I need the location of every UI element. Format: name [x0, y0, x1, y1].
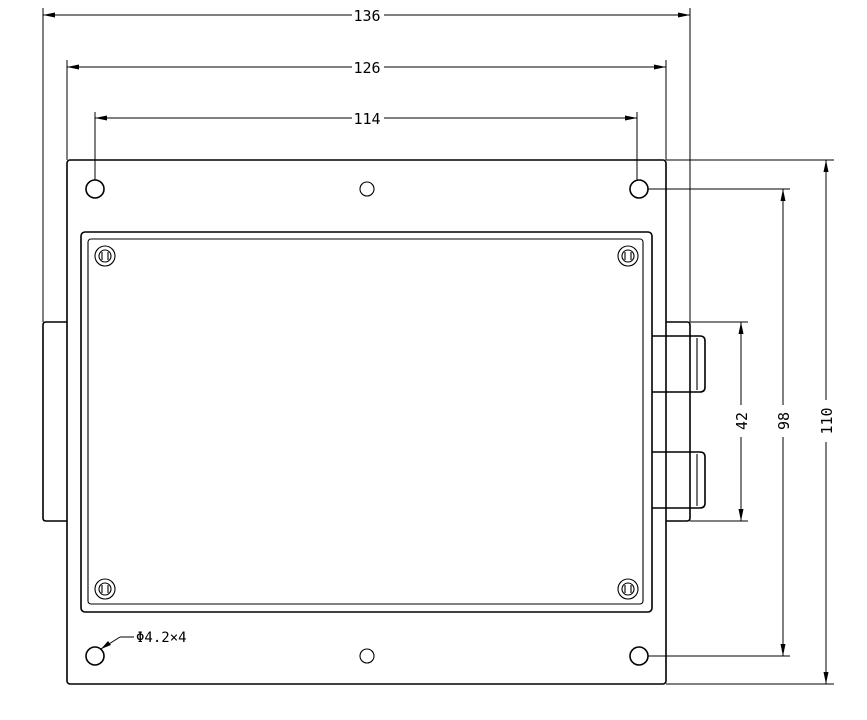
mounting-flange [66, 159, 667, 685]
dim-overall-width-label: 136 [353, 7, 380, 25]
mounting-hole [359, 648, 375, 664]
dim-overall-height-label: 110 [818, 407, 836, 434]
lid-screw [617, 245, 639, 267]
dim-overall-height: 110 [666, 159, 836, 685]
mounting-hole [629, 179, 649, 199]
mounting-hole [629, 646, 649, 666]
mounting-hole [359, 181, 375, 197]
cable-connector-top [652, 335, 706, 393]
dim-hole-spacing-y-label: 98 [775, 412, 793, 430]
lid-screw [94, 245, 116, 267]
lid-inner [87, 238, 644, 605]
cable-connector-bottom [652, 451, 706, 509]
hole-callout-label: Φ4.2×4 [136, 630, 187, 646]
lid-screw [94, 578, 116, 600]
dim-overall-width: 136 [42, 7, 691, 322]
dim-flange-width: 126 [66, 59, 667, 160]
dim-connector-spacing-label: 42 [733, 412, 751, 430]
lid-screw [617, 578, 639, 600]
mounting-hole [85, 646, 105, 666]
dim-connector-spacing: 42 [690, 321, 751, 522]
dim-hole-spacing-x: 114 [94, 110, 638, 180]
enclosure-body [42, 159, 691, 685]
lid-outer [80, 231, 653, 613]
dim-hole-spacing-x-label: 114 [353, 110, 380, 128]
dim-flange-width-label: 126 [353, 59, 380, 77]
dim-hole-spacing-y: 98 [648, 188, 793, 657]
mounting-hole [85, 179, 105, 199]
hole-callout: Φ4.2×4 [100, 630, 187, 650]
mounting-holes [85, 179, 649, 666]
